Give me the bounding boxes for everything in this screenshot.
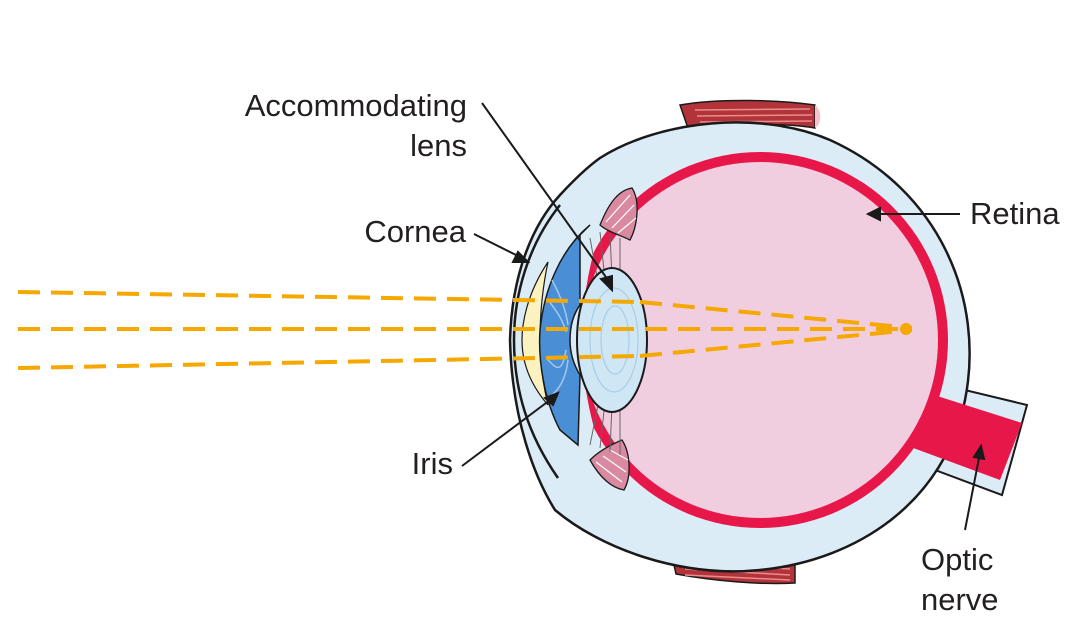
cornea-leader [473,233,519,257]
accommodating-lens [576,267,648,413]
optic-nerve-label-line2: nerve [921,582,999,617]
optic-nerve-label-line1: Optic [921,542,994,577]
retina-label: Retina [970,196,1060,231]
zonular-fibers [589,231,621,455]
accommodating-lens-label-line2: lens [410,128,467,163]
focal-point [900,323,912,335]
iris-label: Iris [411,446,453,481]
accommodating-lens-label: Accommodating lens [200,86,467,166]
accommodating-lens-label-line1: Accommodating [244,88,467,123]
cornea-label: Cornea [364,214,466,249]
vitreous-body [582,162,938,518]
light-rays [17,290,913,370]
ciliary-body-bottom [589,439,630,491]
light-ray-top [17,290,641,304]
optic-nerve-leader [964,457,980,531]
ciliary-body-top [599,187,638,241]
optic-nerve-label: Optic nerve [921,540,999,620]
lens-leader [481,102,609,281]
leader-lines [461,102,986,531]
cornea [512,204,561,479]
light-ray-bottom [17,354,641,370]
iris-leader [461,399,551,467]
